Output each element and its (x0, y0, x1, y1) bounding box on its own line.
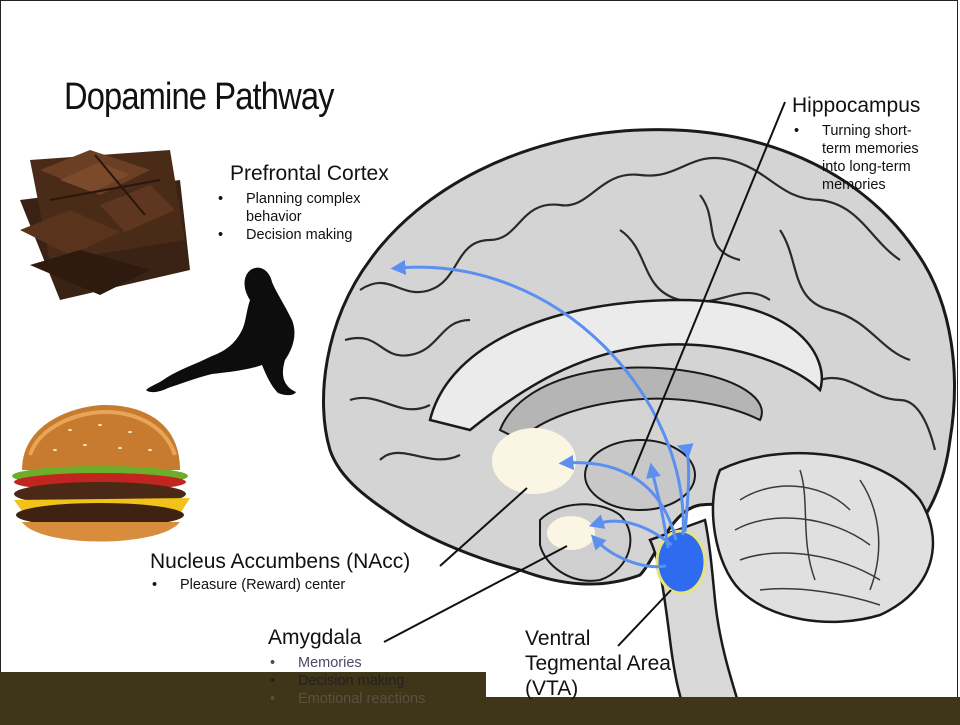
amygdala-highlight (547, 516, 595, 550)
woman-silhouette-icon (146, 268, 296, 396)
bullet-item: Pleasure (Reward) center (150, 576, 345, 594)
nacc-label: Nucleus Accumbens (NAcc) (150, 550, 410, 574)
vta-label: Ventral Tegmental Area (VTA) (525, 626, 671, 701)
nacc-bullets: Pleasure (Reward) center (150, 576, 345, 594)
nacc-highlight (492, 428, 576, 494)
bullet-item: Emotional reactions (268, 690, 425, 708)
hippocampus-label: Hippocampus (792, 94, 920, 118)
bullet-continuation: memories (792, 176, 919, 194)
vta-label-line: Tegmental Area (525, 651, 671, 676)
amygdala-label: Amygdala (268, 626, 361, 650)
bullet-continuation: behavior (216, 208, 360, 226)
chocolate-bar-icon (20, 150, 190, 300)
vta-label-line: (VTA) (525, 676, 671, 701)
footer-bar-right (486, 697, 960, 725)
bullet-continuation-text: behavior (246, 209, 302, 225)
slide-title: Dopamine Pathway (64, 76, 334, 119)
bullet-item: Decision making (268, 672, 425, 690)
amygdala-bullets: Memories Decision making Emotional react… (268, 654, 425, 708)
prefrontal-cortex-label: Prefrontal Cortex (230, 162, 389, 186)
bullet-continuation: into long-term (792, 158, 919, 176)
bullet-item: Planning complex (216, 190, 360, 208)
bullet-item: Turning short- (792, 122, 919, 140)
hamburger-icon (12, 405, 190, 542)
hippocampus-bullets: Turning short- term memories into long-t… (792, 122, 919, 194)
bullet-continuation: term memories (792, 140, 919, 158)
prefrontal-cortex-bullets: Planning complex behavior Decision makin… (216, 190, 360, 244)
bullet-item: Decision making (216, 226, 360, 244)
vta-label-line: Ventral (525, 626, 671, 651)
bullet-item: Memories (268, 654, 425, 672)
